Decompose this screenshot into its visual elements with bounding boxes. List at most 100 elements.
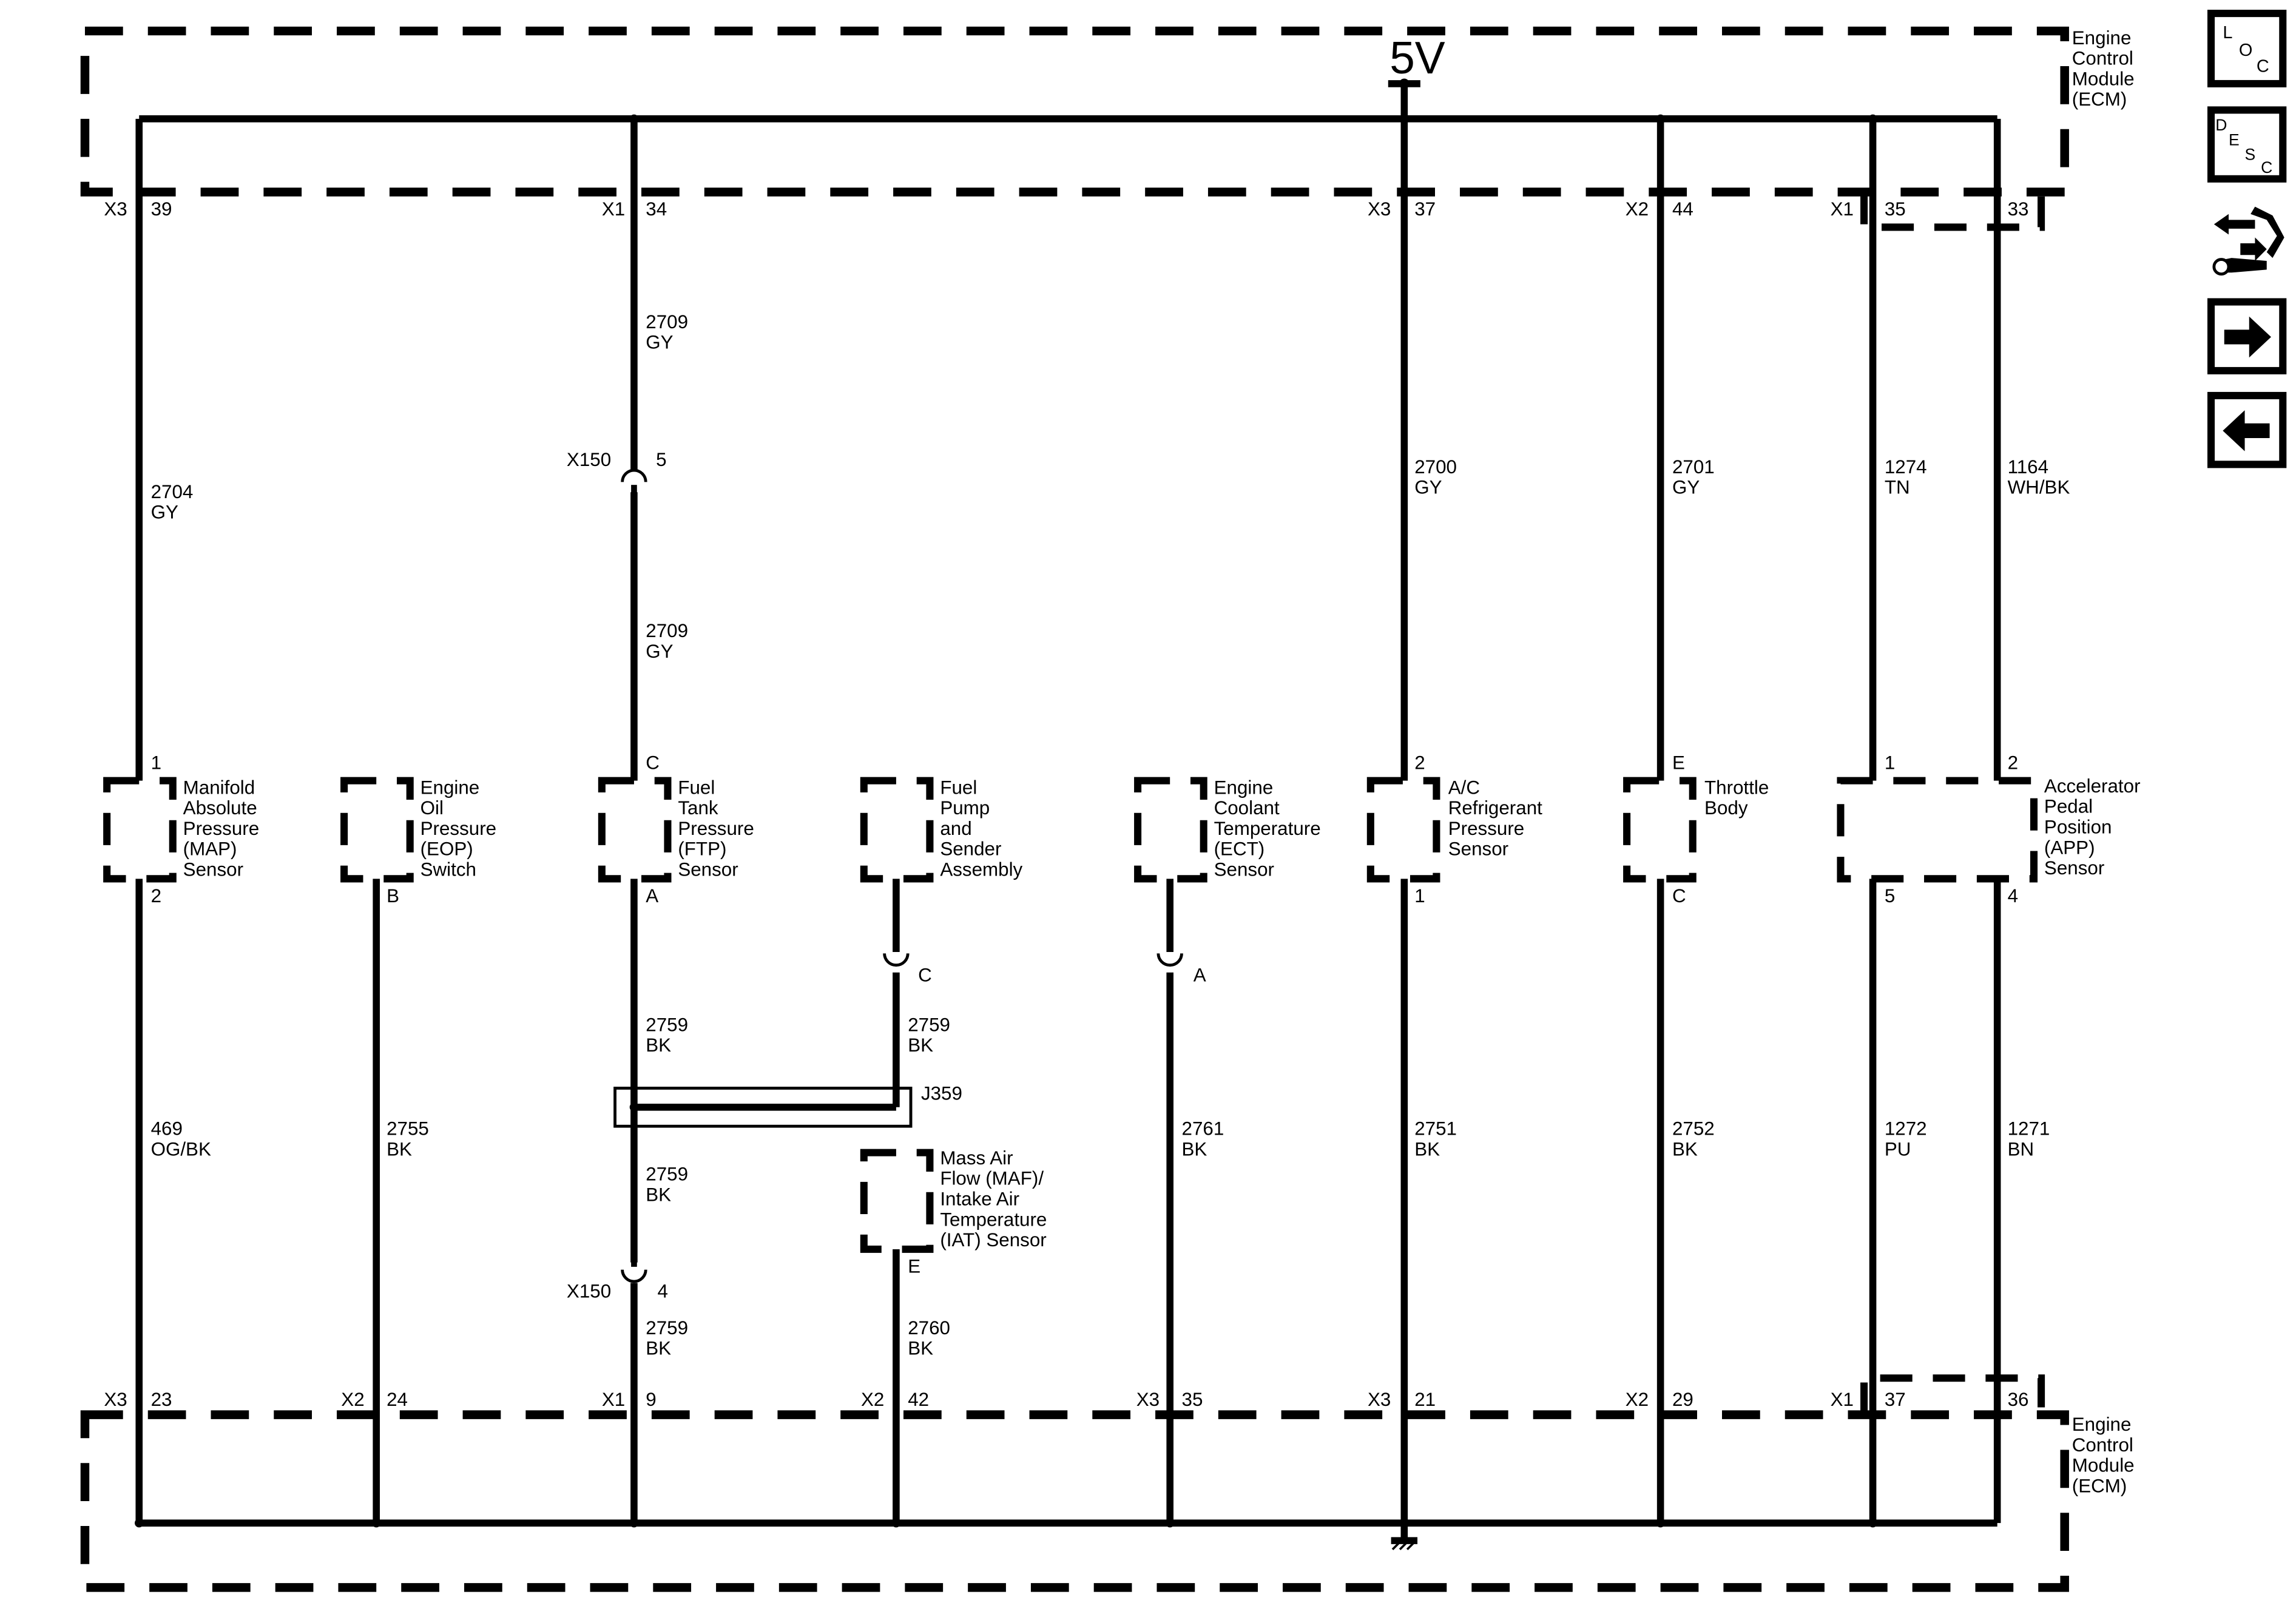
svg-text:(ECM): (ECM) [2072,1475,2127,1496]
desc-button[interactable]: D E S C [2207,106,2287,183]
svg-text:TN: TN [1885,477,1910,498]
svg-text:WH/BK: WH/BK [2008,477,2070,498]
svg-text:Fuel: Fuel [940,777,977,798]
svg-text:(APP): (APP) [2044,837,2095,858]
svg-text:S: S [2245,145,2256,163]
svg-text:Sensor: Sensor [1214,859,1274,880]
inline-connector-x150-5: X150 5 [567,449,667,500]
svg-text:C: C [1672,885,1686,906]
svg-text:Refrigerant: Refrigerant [1448,797,1542,819]
svg-text:2709: 2709 [646,620,688,641]
svg-text:X2: X2 [1626,1389,1649,1410]
svg-text:X150: X150 [567,1281,611,1302]
svg-text:A: A [646,885,658,906]
connector-x1-top-outline [1860,192,2045,231]
svg-text:Assembly: Assembly [940,859,1022,880]
svg-text:BK: BK [1182,1138,1207,1160]
svg-text:1164: 1164 [2008,456,2048,478]
throttle-body: E C Throttle Body [1623,752,1769,906]
fuel-pump-sender-assembly: Fuel Pump and Sender Assembly [860,777,1023,883]
svg-text:BK: BK [1672,1138,1698,1160]
svg-text:24: 24 [387,1389,408,1410]
svg-text:OG/BK: OG/BK [151,1138,211,1160]
svg-text:Fuel: Fuel [678,777,715,798]
svg-text:E: E [2229,130,2240,149]
svg-text:X2: X2 [861,1389,884,1410]
svg-text:1: 1 [1885,752,1895,773]
svg-text:X3: X3 [104,1389,127,1410]
connector-wrench-icon[interactable] [2212,206,2284,276]
svg-text:PU: PU [1885,1138,1911,1160]
ecm-bottom-box [80,1410,2069,1592]
svg-text:Sender: Sender [940,839,1001,860]
svg-text:29: 29 [1672,1389,1693,1410]
svg-text:2701: 2701 [1672,456,1715,478]
arrow-left-button[interactable] [2207,391,2287,468]
svg-text:Module: Module [2072,1455,2135,1476]
svg-text:1274: 1274 [1885,456,1927,478]
eop-switch: B Engine Oil Pressure (EOP) Switch [340,777,496,906]
inline-connector-x150-4: X150 4 [567,1252,668,1302]
svg-text:2: 2 [2008,752,2018,773]
ecm-top-box [80,26,2069,197]
svg-text:2759: 2759 [646,1014,688,1035]
svg-text:C: C [918,964,932,985]
svg-text:Coolant: Coolant [1214,797,1280,819]
svg-text:2752: 2752 [1672,1118,1715,1139]
loc-button[interactable]: L O C [2207,10,2287,87]
svg-text:1271: 1271 [2008,1118,2050,1139]
svg-text:(FTP): (FTP) [678,839,726,860]
ftp-sensor: C A Fuel Tank Pressure (FTP) Sensor [598,752,754,906]
svg-text:X1: X1 [602,198,625,220]
svg-text:4: 4 [658,1281,668,1302]
svg-text:and: and [940,818,971,839]
svg-text:BK: BK [646,1184,671,1205]
svg-text:2: 2 [151,885,161,906]
svg-text:Pressure: Pressure [183,818,259,839]
svg-text:GY: GY [646,641,673,662]
svg-text:Absolute: Absolute [183,797,257,819]
svg-text:X3: X3 [1368,198,1391,220]
svg-text:2760: 2760 [908,1317,950,1338]
svg-text:Control: Control [2072,48,2133,69]
svg-text:Position: Position [2044,817,2112,838]
svg-text:(MAP): (MAP) [183,839,237,860]
ect-sensor: Engine Coolant Temperature (ECT) Sensor [1134,777,1321,883]
svg-text:L: L [2223,23,2232,42]
svg-text:Mass Air: Mass Air [940,1147,1013,1169]
svg-text:GY: GY [1672,477,1700,498]
svg-text:Oil: Oil [420,797,444,819]
svg-text:BK: BK [646,1035,671,1056]
svg-text:2751: 2751 [1414,1118,1457,1139]
svg-text:Switch: Switch [420,859,476,880]
arrow-right-button[interactable] [2207,298,2287,374]
svg-text:Pressure: Pressure [420,818,496,839]
svg-text:C: C [646,752,660,773]
svg-text:C: C [2261,158,2272,177]
svg-text:Sensor: Sensor [1448,839,1508,860]
svg-text:37: 37 [1885,1389,1906,1410]
svg-text:Sensor: Sensor [678,859,738,880]
svg-text:21: 21 [1414,1389,1436,1410]
svg-text:Flow (MAF)/: Flow (MAF)/ [940,1168,1044,1189]
svg-text:1: 1 [151,752,161,773]
svg-text:GY: GY [151,502,178,523]
svg-text:Engine: Engine [2072,27,2132,49]
svg-text:D: D [2215,116,2227,134]
splice-j359-box [613,1087,913,1128]
svg-text:X1: X1 [1831,1389,1854,1410]
svg-text:35: 35 [1182,1389,1203,1410]
svg-text:5: 5 [1885,885,1895,906]
svg-text:Pressure: Pressure [1448,818,1524,839]
connector-x1-bottom-outline [1860,1374,2045,1415]
svg-text:A: A [1194,964,1206,985]
svg-text:X1: X1 [1831,198,1854,220]
svg-text:Tank: Tank [678,797,718,819]
svg-text:(ECM): (ECM) [2072,89,2127,110]
svg-text:Intake Air: Intake Air [940,1188,1019,1209]
svg-text:X150: X150 [567,449,611,470]
